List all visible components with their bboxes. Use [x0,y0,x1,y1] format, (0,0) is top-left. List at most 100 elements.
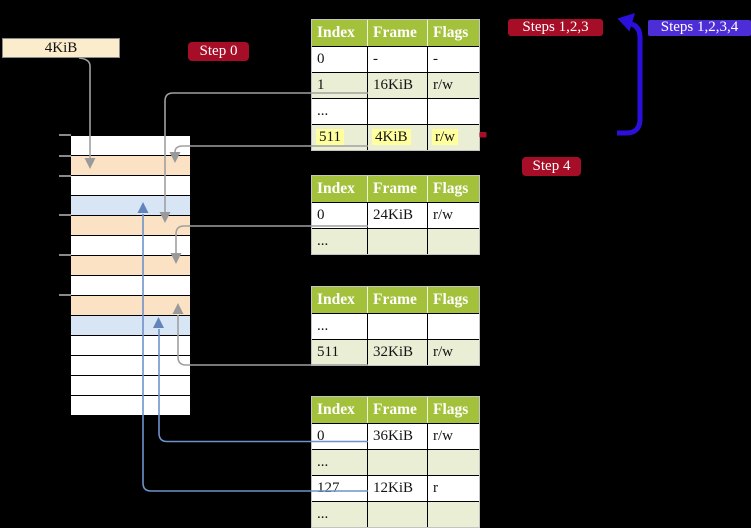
steps1234-badge: Steps 1,2,3,4 [648,20,751,36]
physical-memory-column [71,136,190,416]
cell-flags [428,450,479,475]
memory-frame-row [71,276,190,296]
steps123-badge: Steps 1,2,3 [508,19,603,36]
cell-flags [428,229,479,254]
memory-address-tick [59,175,71,177]
column-header: Index [312,20,368,46]
highlighted-value: r/w [432,129,458,145]
cell-frame [368,450,428,475]
cell-index: ... [312,314,368,339]
page-table-row: ... [312,313,479,339]
cell-frame [368,314,428,339]
memory-frame-row [71,256,190,276]
column-header: Flags [433,24,469,41]
highlighted-value: 4KiB [372,129,411,145]
cell-index: ... [312,502,368,527]
memory-address-tick [59,214,71,216]
frame-size-label: 4KiB [2,38,120,58]
cell-flags [428,99,479,124]
page-table-row: 0-- [312,46,479,72]
cell-index: ... [312,450,368,475]
step0-badge: Step 0 [188,42,249,61]
memory-frame-row [71,356,190,376]
cell-frame: 16KiB [368,73,428,98]
column-header: Frame [368,397,428,423]
red-entry-marker [479,132,487,138]
cell-flags [428,502,479,527]
column-header: Frame [368,20,428,46]
memory-frame-row [71,296,190,316]
column-header: Index [312,397,368,423]
cell-index: 127 [312,476,368,501]
memory-frame-row [71,236,190,256]
memory-address-tick [59,134,71,136]
column-header: Flags [433,291,469,308]
cell-index: 1 [312,73,368,98]
column-header: Index [312,287,368,313]
page-table-row: ... [312,449,479,475]
cell-frame [368,99,428,124]
loop-arrowhead-icon [617,13,635,32]
cell-frame [368,229,428,254]
memory-frame-row [71,376,190,396]
cell-index: 0 [312,424,368,449]
cell-frame: - [368,47,428,72]
column-header: Frame [368,287,428,313]
column-header: Frame [368,176,428,202]
cell-index: 0 [312,203,368,228]
cell-frame: 12KiB [368,476,428,501]
memory-frame-row [71,216,190,236]
loop-arrow-steps123 [617,21,643,136]
memory-address-tick [59,294,71,296]
cell-flags: - [433,51,438,67]
column-header: Flags [433,180,469,197]
cell-frame [368,502,428,527]
cell-flags: r/w [433,207,453,223]
highlighted-value: 511 [316,129,344,145]
cell-frame: 24KiB [368,203,428,228]
memory-address-tick [59,155,71,157]
cell-flags: r/w [428,125,479,150]
cell-index: ... [312,229,368,254]
cell-frame: 4KiB [368,125,428,150]
cell-index: 511 [312,340,368,365]
column-header: Flags [433,401,469,418]
memory-frame-row [71,396,190,416]
memory-frame-row [71,336,190,356]
memory-frame-row [71,156,190,176]
cell-index: ... [312,99,368,124]
page-table-row: ... [312,98,479,124]
page-table-row: ... [312,228,479,254]
cell-flags [428,314,479,339]
cell-flags: r/w [433,77,453,93]
memory-address-tick [59,254,71,256]
cell-frame: 32KiB [368,340,428,365]
cell-flags: r/w [433,428,453,444]
memory-frame-row [71,196,190,216]
memory-frame-row [71,136,190,156]
page-table-row: ... [312,501,479,527]
cell-index: 511 [312,125,368,150]
cell-flags: r [433,480,438,496]
page-table-row: 511 4KiB r/w [312,124,479,150]
memory-frame-row [71,316,190,336]
column-header: Index [312,176,368,202]
memory-frame-row [71,176,190,196]
cell-flags: r/w [433,344,453,360]
step4-badge: Step 4 [522,157,581,176]
cell-frame: 36KiB [368,424,428,449]
cell-index: 0 [312,47,368,72]
